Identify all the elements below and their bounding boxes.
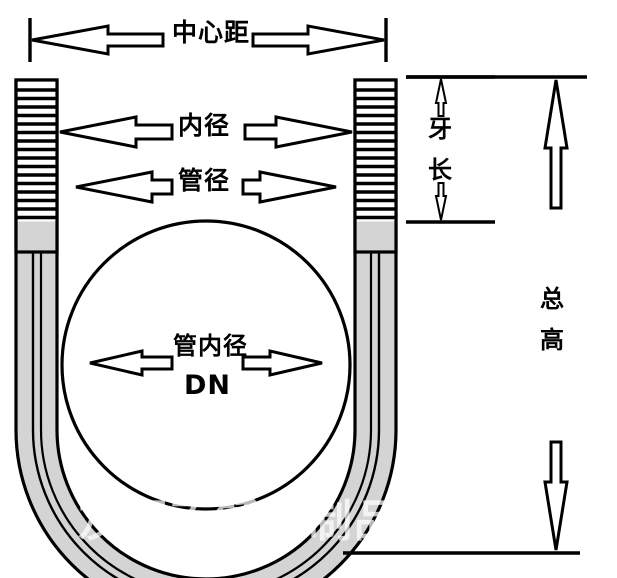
right-leg-outline [353, 78, 398, 254]
label-dn: DN [184, 370, 232, 401]
dimension-total-height [343, 75, 587, 555]
left-leg-thread-lines [17, 88, 56, 220]
u-bend-central-opening [60, 219, 352, 511]
label-thread-length-char-2: 长 [428, 156, 452, 184]
label-pipe-diameter: 管径 [178, 166, 231, 195]
dimension-thread-length [406, 75, 495, 224]
label-center-distance: 中心距 [172, 18, 251, 47]
label-pipe-inner-diameter: 管内径 [173, 332, 248, 360]
label-inner-diameter: 内径 [178, 111, 231, 140]
total-height-arrow-down [543, 440, 569, 551]
left-leg-outline [14, 78, 59, 254]
u-pipe-bore-outline-inner [39, 235, 373, 578]
pipe-inner-diameter-arrow-left [89, 349, 174, 377]
u-bolt-body [14, 78, 398, 578]
right-leg-thread-field [356, 81, 395, 222]
right-leg-shank [356, 222, 395, 252]
left-leg-shank [17, 222, 56, 252]
dimension-pipe-inner-diameter [89, 349, 323, 377]
center-distance-arrow-left [31, 24, 165, 56]
label-thread-length-char-1: 牙 [428, 115, 452, 143]
label-total-height-char-1: 总 [540, 285, 564, 313]
pipe-diameter-arrow-right [241, 170, 337, 204]
thread-length-arrow-down [434, 182, 448, 221]
center-distance-arrow-right [251, 24, 385, 56]
right-leg-thread-lines [356, 88, 395, 220]
inner-diameter-arrow-left [59, 115, 174, 149]
thread-length-arrow-up [434, 78, 448, 117]
left-leg-thread-field [17, 81, 56, 222]
total-height-arrow-up [543, 79, 569, 210]
dimension-pipe-diameter [75, 170, 337, 204]
pipe-inner-diameter-arrow-right [241, 349, 323, 377]
dimension-center-distance [28, 18, 388, 62]
pipe-diameter-arrow-left [75, 170, 174, 204]
dimension-inner-diameter [59, 115, 353, 149]
u-pipe-bore-outline-outer [31, 235, 381, 578]
inner-diameter-arrow-right [243, 115, 353, 149]
label-total-height-char-2: 高 [540, 326, 564, 354]
